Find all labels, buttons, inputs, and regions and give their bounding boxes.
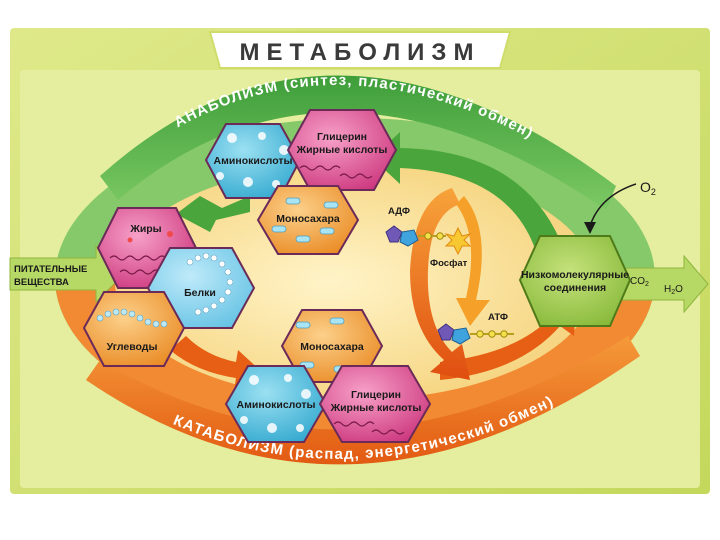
adp-label: АДФ xyxy=(388,206,410,217)
phosphate-label: Фосфат xyxy=(430,258,468,269)
glycerol-top-label-line1: Глицерин xyxy=(317,131,367,143)
co2-label: CO2 xyxy=(630,276,649,288)
catabolism-arc-band xyxy=(86,336,640,465)
title-tab xyxy=(208,31,512,69)
low-molecular-label-line2: соединения xyxy=(544,282,606,294)
carbohydrates-label: Углеводы xyxy=(107,341,158,353)
hexagon-amino-acids-bottom xyxy=(224,365,328,443)
fatty-acid-squiggles-top xyxy=(299,165,373,179)
hexagon-proteins xyxy=(146,247,256,329)
low-molecular-hexagon xyxy=(518,235,632,327)
output-arrow xyxy=(615,254,709,314)
oxygen-label: O2 xyxy=(640,179,656,197)
hexagon-carbohydrates xyxy=(82,291,186,367)
nutrients-label-line1: ПИТАТЕЛЬНЫЕ xyxy=(14,264,87,275)
anabolism-arrow-left xyxy=(176,196,250,232)
glycerol-bottom-label-line1: Глицерин xyxy=(351,389,401,401)
atp-molecule xyxy=(437,323,514,345)
sugar-capsules-top xyxy=(271,197,339,243)
anabolism-return-arrow xyxy=(372,132,560,246)
amino-dots-bottom xyxy=(240,374,311,433)
atp-label: АТФ xyxy=(488,312,508,323)
phosphate-burst xyxy=(444,226,472,256)
glycerol-bottom-label-line2: Жирные кислоты xyxy=(330,402,422,414)
monosaccharides-bottom-label: Моносахара xyxy=(300,341,364,353)
glycerol-top-label-line2: Жирные кислоты xyxy=(296,144,388,156)
adp-molecule xyxy=(385,225,446,247)
hexagon-glycerol-top xyxy=(286,109,398,191)
page-title: МЕТАБОЛИЗМ xyxy=(240,39,481,66)
catabolism-arrow-right xyxy=(440,296,576,380)
fats-label: Жиры xyxy=(129,223,161,235)
catabolism-arrow-lower xyxy=(170,336,262,392)
carbohydrate-chain xyxy=(96,308,168,328)
fat-squiggles xyxy=(109,255,167,275)
monosaccharides-top-label: Моносахара xyxy=(276,213,340,225)
phosphate-arrow xyxy=(456,196,490,326)
anabolism-arc-band xyxy=(100,75,616,210)
nutrients-label-line2: ВЕЩЕСТВА xyxy=(14,277,69,288)
low-molecular-label-line1: Низкомолекулярные xyxy=(521,269,629,281)
fatty-acid-squiggles-bottom xyxy=(333,421,405,435)
h2o-label: H2O xyxy=(664,284,683,296)
hexagon-glycerol-bottom xyxy=(318,365,432,443)
oxygen-arrow xyxy=(589,183,637,227)
proteins-label: Белки xyxy=(184,287,216,299)
oxygen-arrow-head xyxy=(584,222,596,234)
amino-acids-bottom-label: Аминокислоты xyxy=(237,399,316,411)
amino-acids-top-label: Аминокислоты xyxy=(214,155,293,167)
nutrients-arrow xyxy=(9,244,125,304)
protein-bead-chains xyxy=(186,252,234,316)
